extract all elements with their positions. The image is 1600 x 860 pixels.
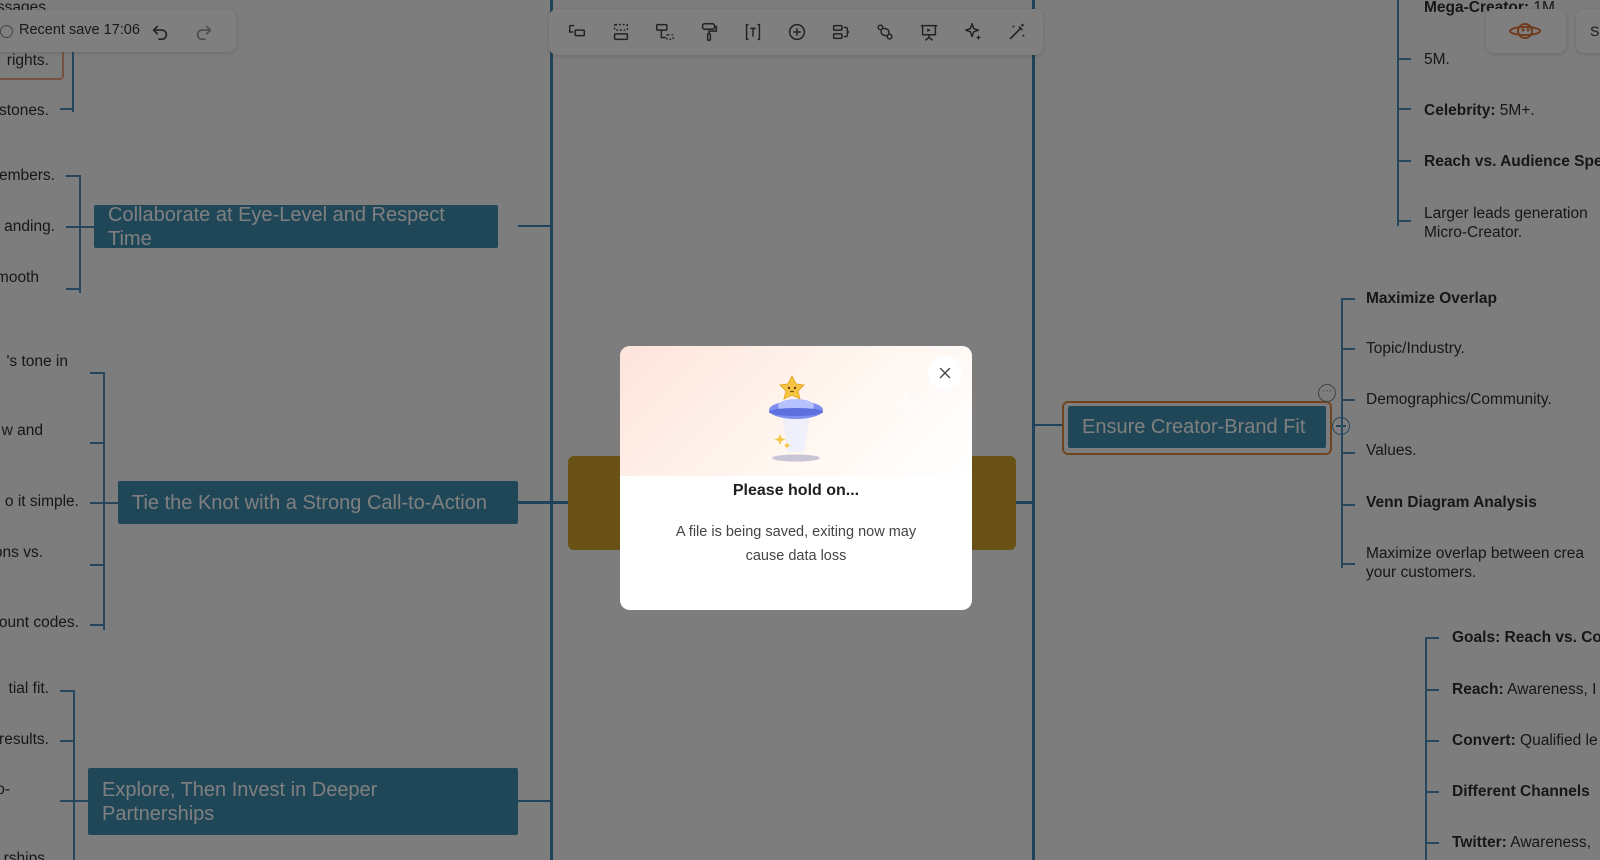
ufo-star-mascot-icon	[764, 372, 828, 464]
save-in-progress-dialog: Please hold on... A file is being saved,…	[620, 346, 972, 610]
dialog-title: Please hold on...	[732, 482, 860, 499]
dialog-message: A file is being saved, exiting now may c…	[675, 524, 917, 564]
sparkle-decoration-icon	[890, 386, 920, 416]
close-button[interactable]	[928, 356, 962, 390]
close-icon	[939, 367, 951, 379]
